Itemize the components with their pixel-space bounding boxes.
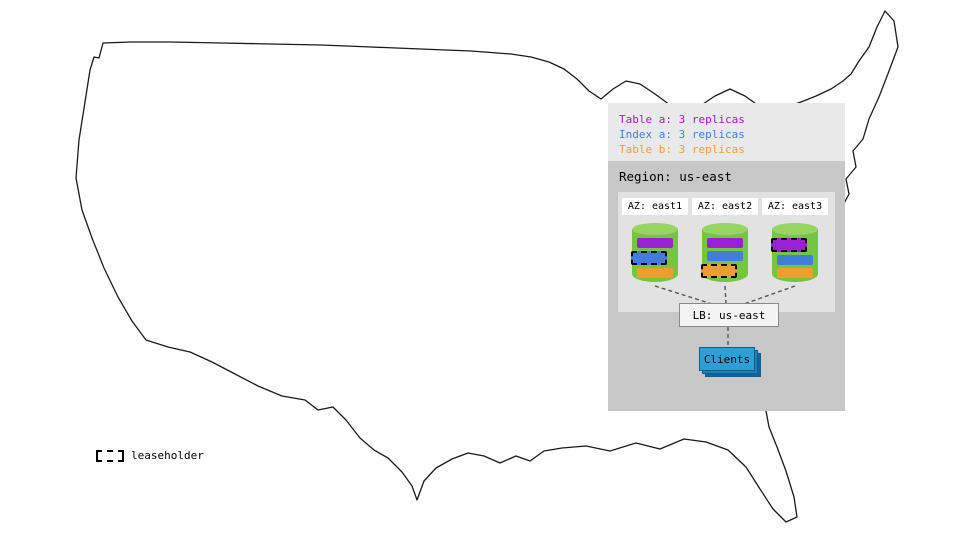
leaseholder-key-label: leaseholder — [131, 449, 204, 462]
database-cylinder — [771, 223, 818, 285]
replica-bar-index-a-leaseholder — [631, 251, 667, 265]
cylinder-top — [772, 223, 818, 236]
leaseholder-swatch-icon — [96, 449, 124, 462]
az-label: AZ: east2 — [692, 198, 758, 215]
cylinder-top — [632, 223, 678, 236]
load-balancer-label: LB: us-east — [692, 308, 766, 322]
replica-bar-index-a — [777, 255, 813, 265]
legend-item-table-b: Table b: 3 replicas — [619, 143, 745, 156]
legend-item-index-a: Index a: 3 replicas — [619, 128, 745, 141]
replica-bars — [701, 238, 743, 281]
replica-bar-table-b — [777, 268, 813, 278]
az-label: AZ: east1 — [622, 198, 688, 215]
cylinder-top — [702, 223, 748, 236]
database-cylinder — [631, 223, 678, 285]
replica-bars — [631, 238, 673, 281]
clients-label: Clients — [703, 352, 751, 366]
legend-item-table-a: Table a: 3 replicas — [619, 113, 745, 126]
region-label: Region: us-east — [619, 169, 732, 184]
replica-bar-index-a — [707, 251, 743, 261]
replica-bars — [771, 238, 813, 281]
replica-bar-table-a — [707, 238, 743, 248]
database-cylinder — [701, 223, 748, 285]
replica-bar-table-a-leaseholder — [771, 238, 807, 252]
leaseholder-key: leaseholder — [96, 449, 204, 462]
az-east2: AZ: east2 — [692, 198, 758, 285]
az-group-panel: AZ: east1 AZ: east2 AZ: east3 — [618, 192, 835, 312]
replica-bar-table-a — [637, 238, 673, 248]
replica-legend-panel: Table a: 3 replicas Index a: 3 replicas … — [608, 103, 845, 161]
replica-bar-table-b — [637, 268, 673, 278]
clients-box: Clients — [699, 347, 755, 371]
load-balancer-box: LB: us-east — [679, 303, 779, 327]
az-label: AZ: east3 — [762, 198, 828, 215]
az-east1: AZ: east1 — [622, 198, 688, 285]
clients-stack: Clients — [699, 347, 761, 377]
az-east3: AZ: east3 — [762, 198, 828, 285]
replica-bar-table-b-leaseholder — [701, 264, 737, 278]
